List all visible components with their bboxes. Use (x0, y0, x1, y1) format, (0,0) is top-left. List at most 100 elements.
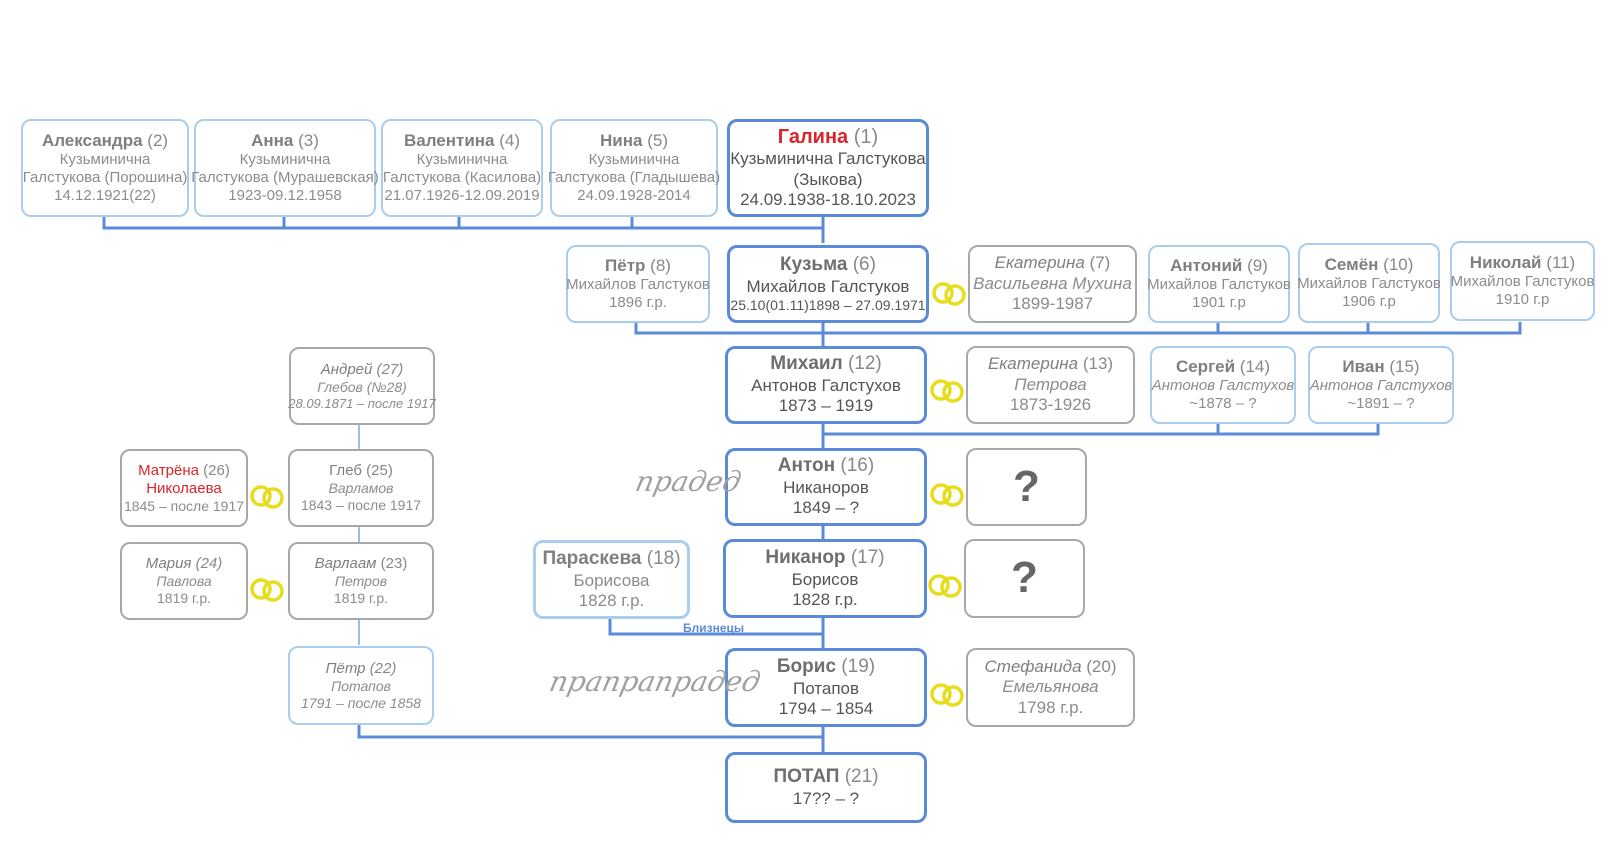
wedding-rings-icon (930, 683, 964, 707)
person-number: (4) (499, 130, 521, 150)
person-pyotr-8: Пётр (8) Михайлов Галстуков 1896 г.р. (566, 245, 710, 323)
person-nikanor: Никанор (17) Борисов 1828 г.р. (723, 539, 927, 618)
person-patronymic: Варламов (328, 480, 394, 497)
person-dates: 1849 – ? (792, 498, 860, 518)
person-name: Никанор (765, 546, 846, 568)
person-name: Нина (600, 130, 643, 150)
person-antoniy: Антоний (9) Михайлов Галстуков 1901 г.р (1147, 245, 1291, 323)
person-dates: 1828 г.р. (578, 590, 645, 610)
person-number: (14) (1239, 356, 1271, 376)
person-name: Кузьма (780, 254, 848, 275)
person-patronymic: Кузьминична (416, 151, 508, 169)
person-aleksandra: Александра (2) Кузьминична Галстукова (П… (21, 119, 189, 217)
person-dates: 17?? – ? (792, 788, 860, 808)
person-dates: 1923-09.12.1958 (228, 187, 342, 205)
person-number: (26) (203, 461, 230, 479)
person-unknown-wife-anton: ? (966, 448, 1087, 526)
person-dates: 24.09.1938-18.10.2023 (740, 190, 916, 210)
wedding-rings-icon (250, 485, 284, 509)
person-name: ПОТАП (773, 765, 840, 787)
person-mariya: Мария (24) Павлова 1819 г.р. (120, 542, 248, 620)
person-potap: ПОТАП (21) 17?? – ? (725, 752, 927, 823)
person-anton: Антон (16) Никаноров 1849 – ? (725, 448, 927, 526)
person-sergey: Сергей (14) Антонов Галстухов ~1878 – ? (1150, 346, 1296, 424)
person-surname: Галстукова (Мурашевская) (191, 169, 379, 187)
person-patronymic: Антонов Галстухов (751, 376, 901, 395)
person-number: (12) (847, 353, 882, 375)
person-patronymic: Никаноров (783, 478, 869, 497)
person-galina: Галина (1) Кузьминична Галстукова (Зыков… (727, 119, 929, 217)
person-unknown-wife-nikanor: ? (964, 539, 1085, 618)
wedding-rings-icon (930, 379, 964, 403)
person-name: Антоний (1170, 255, 1243, 275)
person-name: Стефанида (984, 656, 1082, 676)
person-patronymic: Михайлов Галстуков (1450, 273, 1595, 291)
person-number: (16) (840, 455, 875, 477)
person-dates: 1819 г.р. (157, 590, 211, 606)
wedding-rings-icon (930, 483, 964, 507)
person-name: Матрёна (138, 461, 199, 479)
person-dates: 1896 г.р. (609, 294, 667, 312)
person-patronymic: Петрова (1014, 374, 1087, 394)
person-number: (23) (380, 555, 408, 573)
person-surname: Галстукова (Гладышева) (547, 169, 721, 187)
person-number: (2) (147, 130, 169, 150)
person-name: Сергей (1175, 356, 1236, 376)
person-dates: 1873-1926 (1009, 395, 1092, 415)
person-number: (7) (1089, 253, 1111, 273)
person-patronymic: Борисов (791, 569, 859, 589)
person-number: (6) (852, 254, 876, 275)
person-number: (11) (1546, 252, 1576, 272)
person-dates: 1828 г.р. (792, 589, 858, 609)
person-patronymic: Антонов Галстухов (1309, 377, 1453, 395)
person-nikolay: Николай (11) Михайлов Галстуков 1910 г.р (1450, 241, 1595, 321)
person-pyotr-22: Пётр (22) Потапов 1791 – после 1858 (288, 646, 434, 725)
person-dates: 1798 г.р. (1017, 697, 1084, 717)
person-number: (10) (1383, 254, 1414, 274)
person-name: Глеб (329, 462, 362, 480)
person-ekaterina-7: Екатерина (7) Васильевна Мухина 1899-198… (968, 245, 1137, 323)
person-patronymic: Васильевна Мухина (973, 273, 1132, 293)
wedding-rings-icon (928, 574, 962, 598)
person-number: (25) (366, 462, 393, 480)
person-name: Александра (41, 130, 143, 150)
person-patronymic: Потапов (331, 677, 391, 694)
person-patronymic: Борисова (573, 570, 650, 590)
person-gleb: Глеб (25) Варламов 1843 – после 1917 (288, 449, 434, 527)
person-dates: 1843 – после 1917 (300, 497, 422, 513)
person-patronymic: Кузьминична Галстукова (730, 149, 926, 169)
person-number: (18) (646, 547, 681, 569)
person-name: Екатерина (987, 354, 1079, 374)
person-varlaam: Варлаам (23) Петров 1819 г.р. (288, 542, 434, 620)
person-semyon: Семён (10) Михайлов Галстуков 1906 г.р (1297, 243, 1441, 323)
person-mikhail: Михаил (12) Антонов Галстухов 1873 – 191… (725, 346, 927, 424)
person-patronymic: Емельянова (1002, 677, 1099, 697)
person-number: (22) (369, 659, 397, 677)
person-name: Антон (777, 455, 836, 477)
person-number: (1) (853, 126, 879, 149)
person-boris: Борис (19) Потапов 1794 – 1854 (725, 648, 927, 727)
person-patronymic: Потапов (792, 678, 860, 698)
person-andrey: Андрей (27) Глебов (№28) 28.09.1871 – по… (288, 347, 436, 425)
person-name: Галина (777, 126, 849, 149)
person-number: (13) (1082, 354, 1114, 374)
person-number: (8) (650, 255, 671, 275)
unknown-mark: ? (1011, 553, 1038, 603)
person-surname: Галстукова (Порошина) (22, 169, 188, 187)
person-name: Пётр (325, 659, 366, 677)
person-ekaterina-13: Екатерина (13) Петрова 1873-1926 (966, 346, 1135, 424)
person-number: (15) (1389, 356, 1420, 376)
person-ivan: Иван (15) Антонов Галстухов ~1891 – ? (1308, 346, 1454, 424)
person-dates: 21.07.1926-12.09.2019 (384, 187, 540, 205)
person-surname: Галстукова (Касилова) (382, 169, 542, 187)
person-number: (5) (647, 130, 668, 150)
wedding-rings-icon (932, 282, 966, 306)
person-dates: 25.10(01.11)1898 – 27.09.1971 (730, 297, 926, 314)
person-number: (3) (298, 130, 319, 150)
label-twins: Близнецы (683, 621, 745, 635)
person-patronymic: Антонов Галстухов (1151, 377, 1295, 395)
person-patronymic: Михайлов Галстуков (1147, 276, 1291, 294)
person-patronymic: Михайлов Галстуков (746, 276, 910, 296)
person-patronymic: Михайлов Галстуков (1297, 275, 1441, 293)
